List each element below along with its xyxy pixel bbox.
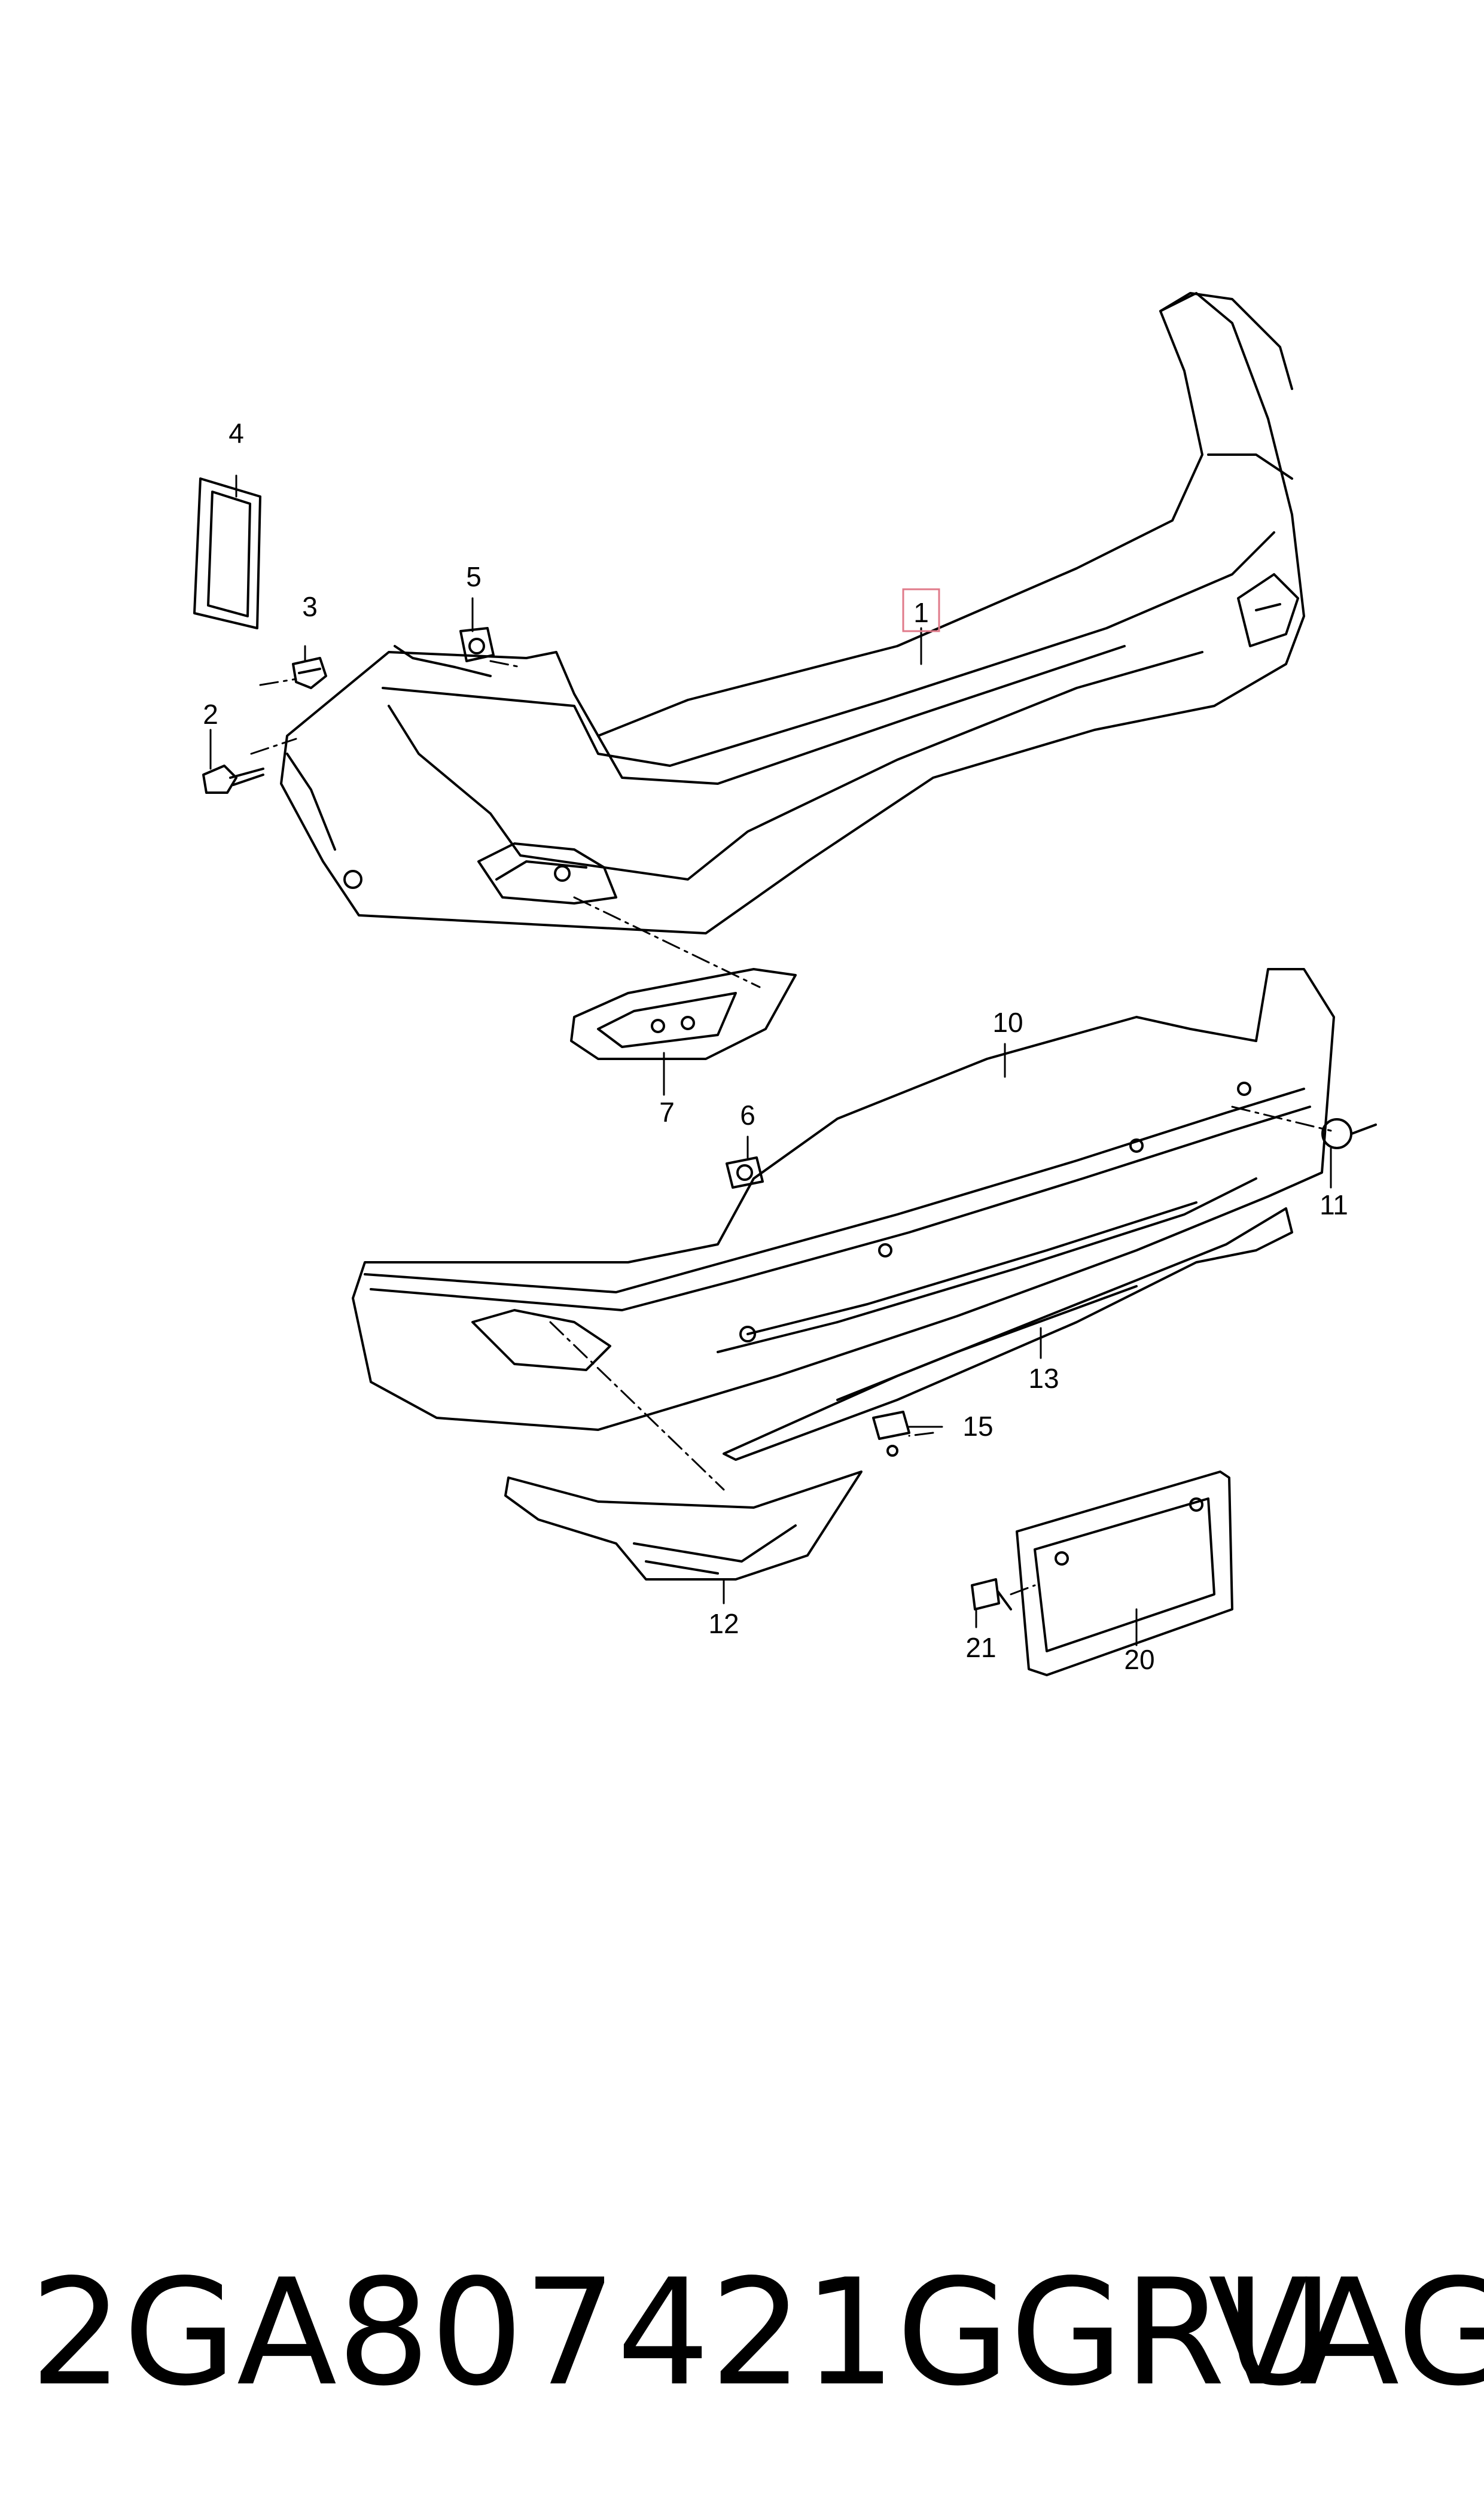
leader-lines [209,474,1332,1646]
screw [202,765,264,794]
callout-2: 2 [203,699,218,730]
footer: 2GA807421GGRU VAG [30,2237,1484,2429]
callout-12: 12 [708,1608,739,1639]
trim-insert [570,968,797,1060]
callout-20: 20 [1124,1644,1154,1675]
diffuser-trim [723,1207,1293,1461]
part-number: 2GA807421GGRU [30,2248,1333,2418]
rear-bumper-cover [280,292,1305,934]
cap [1321,1118,1377,1149]
clip [292,657,327,689]
bracket [459,627,495,662]
callout-4: 4 [228,418,244,449]
callout-13: 13 [1028,1363,1059,1394]
brand-label: VAG [1208,2248,1484,2418]
callout-3: 3 [302,591,318,622]
callout-1: 1 [913,597,929,628]
callout-21: 21 [965,1632,996,1663]
assembly-lines [250,660,1332,1596]
callout-7: 7 [659,1097,675,1128]
callout-15: 15 [962,1411,993,1442]
license-plate-bracket [1016,1470,1233,1676]
callout-11: 11 [1320,1189,1348,1220]
clip-nut [872,1411,910,1457]
screw-small [971,1578,1012,1610]
callouts: 1 2 3 4 5 6 7 10 11 12 13 15 20 21 [203,418,1348,1675]
callout-10: 10 [992,1007,1023,1038]
callout-6: 6 [740,1100,755,1131]
highlight-box [902,588,940,632]
callout-5: 5 [466,561,482,592]
lower-trim [504,1470,863,1581]
parts-diagram: 1 2 3 4 5 6 7 10 11 12 13 15 20 21 [193,292,1377,1676]
pad [193,477,261,629]
bracket-small [726,1156,764,1189]
lower-bumper-section [352,968,1335,1431]
